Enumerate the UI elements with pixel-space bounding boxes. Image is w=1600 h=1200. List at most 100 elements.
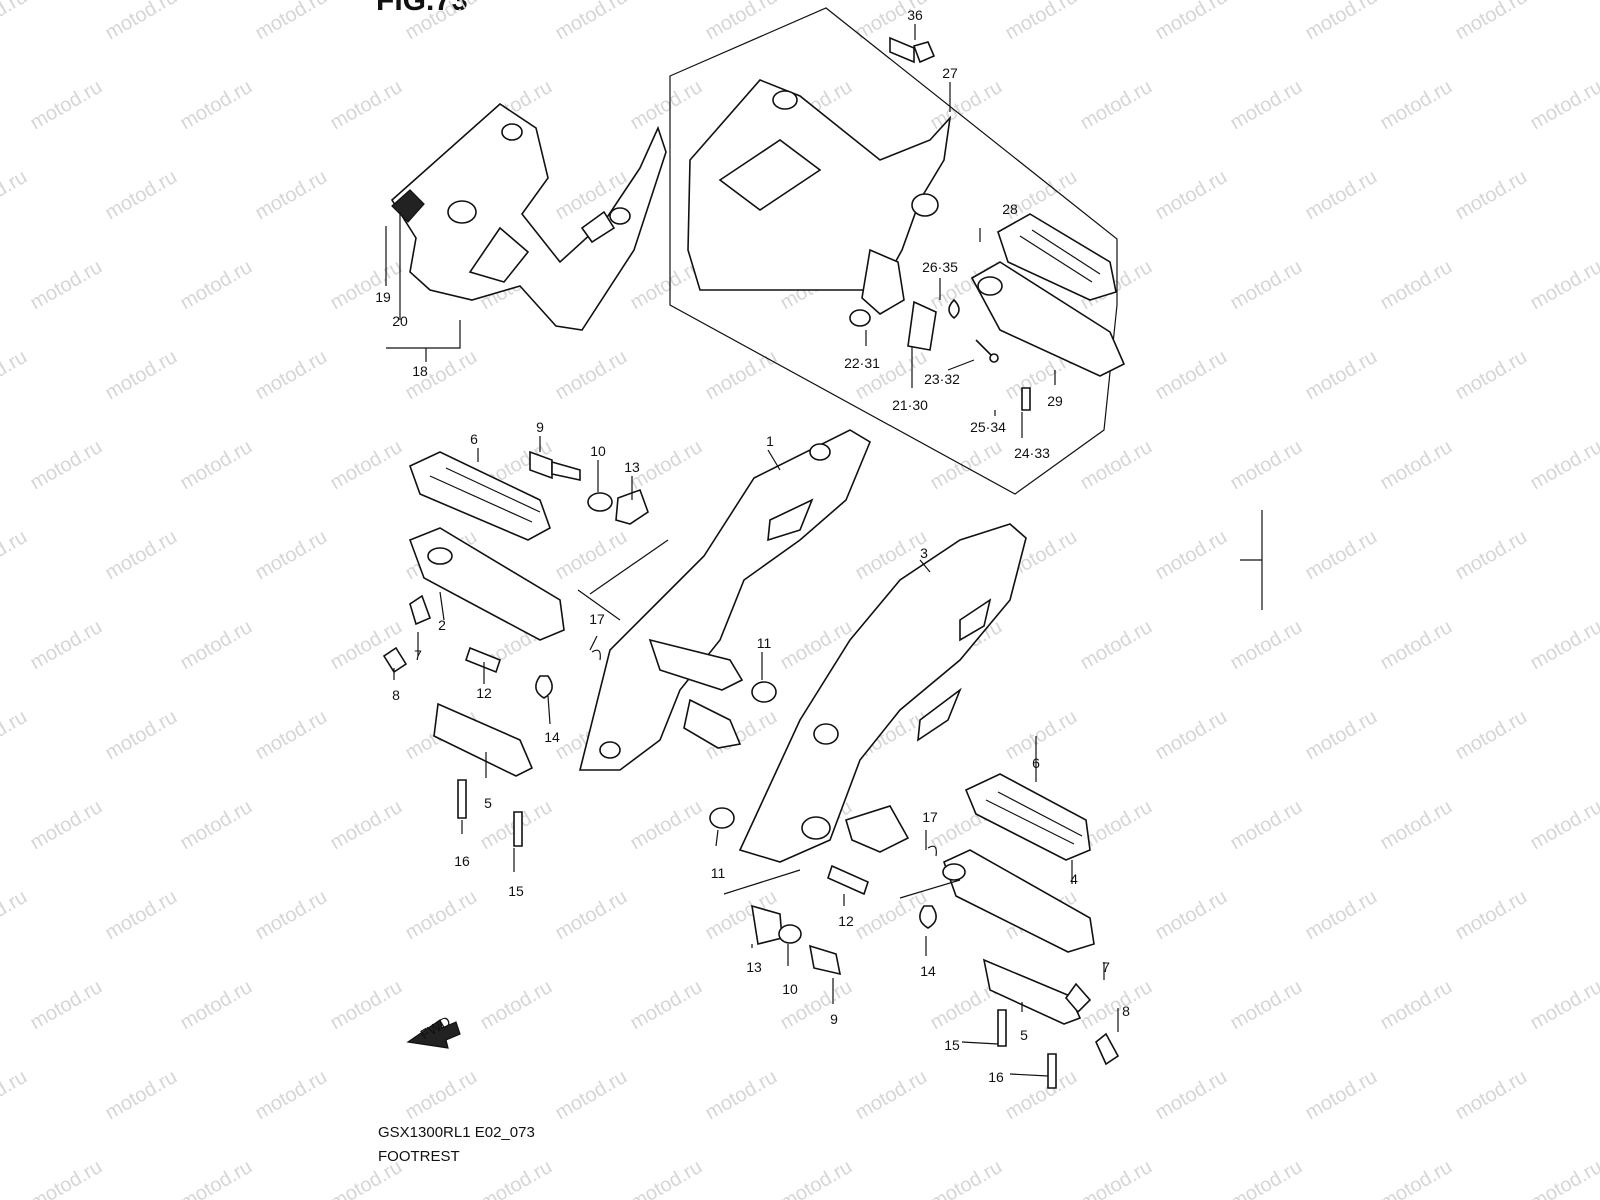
watermark-text: motod.ru bbox=[1227, 1156, 1306, 1200]
watermark-text: motod.ru bbox=[0, 706, 31, 765]
watermark-text: motod.ru bbox=[1152, 526, 1231, 585]
front-bracket-left-1 bbox=[578, 429, 872, 771]
watermark-text: motod.ru bbox=[1077, 76, 1156, 135]
watermark-text: motod.ru bbox=[777, 1156, 856, 1200]
callout-c10b: 10 bbox=[782, 981, 798, 997]
rear-footpeg-29 bbox=[970, 261, 1126, 377]
forward-arrow: FWD bbox=[406, 1013, 461, 1049]
watermark-text: motod.ru bbox=[1527, 256, 1600, 315]
watermark-text: motod.ru bbox=[327, 976, 406, 1035]
watermark-text: motod.ru bbox=[702, 346, 781, 405]
watermark-text: motod.ru bbox=[177, 256, 256, 315]
watermark-text: motod.ru bbox=[102, 526, 181, 585]
watermark-text: motod.ru bbox=[702, 0, 781, 44]
callout-c5b: 5 bbox=[1020, 1027, 1028, 1043]
callout-c7a: 7 bbox=[414, 647, 422, 663]
watermark-text: motod.ru bbox=[0, 346, 31, 405]
watermark-text: motod.ru bbox=[552, 1066, 631, 1125]
watermark-text: motod.ru bbox=[1227, 76, 1306, 135]
watermark-text: motod.ru bbox=[102, 1066, 181, 1125]
watermark-text: motod.ru bbox=[1527, 616, 1600, 675]
watermark-text: motod.ru bbox=[1227, 616, 1306, 675]
watermark-text: motod.ru bbox=[1077, 436, 1156, 495]
watermark-text: motod.ru bbox=[1377, 436, 1456, 495]
watermark-text: motod.ru bbox=[177, 436, 256, 495]
watermark-text: motod.ru bbox=[1152, 1066, 1231, 1125]
callout-c18: 18 bbox=[412, 363, 428, 379]
watermark-text: motod.ru bbox=[1152, 706, 1231, 765]
callout-c24-33: 24·33 bbox=[1014, 445, 1050, 461]
watermark-text: motod.ru bbox=[1302, 886, 1381, 945]
watermark-text: motod.ru bbox=[177, 796, 256, 855]
callout-c17b: 17 bbox=[922, 809, 938, 825]
callout-c7b: 7 bbox=[1102, 959, 1110, 975]
watermark-text: motod.ru bbox=[477, 1156, 556, 1200]
watermark-text: motod.ru bbox=[1227, 256, 1306, 315]
callout-c14b: 14 bbox=[920, 963, 936, 979]
callout-c21-30: 21·30 bbox=[892, 397, 928, 413]
callout-c16b: 16 bbox=[988, 1069, 1004, 1085]
watermark-text: motod.ru bbox=[27, 256, 106, 315]
watermark-text: motod.ru bbox=[477, 976, 556, 1035]
watermark-text: motod.ru bbox=[1302, 526, 1381, 585]
callout-c17a: 17 bbox=[589, 611, 605, 627]
watermark-text: motod.ru bbox=[1452, 886, 1531, 945]
watermark-text: motod.ru bbox=[177, 76, 256, 135]
callout-c6b: 6 bbox=[1032, 755, 1040, 771]
watermark-text: motod.ru bbox=[1452, 166, 1531, 225]
watermark-text: motod.ru bbox=[27, 76, 106, 135]
callout-c15b: 15 bbox=[944, 1037, 960, 1053]
callout-c36: 36 bbox=[907, 7, 923, 23]
section-name: FOOTREST bbox=[378, 1148, 460, 1165]
callout-c11b: 11 bbox=[711, 865, 726, 881]
callout-c2: 2 bbox=[438, 617, 446, 633]
watermark-text: motod.ru bbox=[1377, 976, 1456, 1035]
watermark-text: motod.ru bbox=[0, 886, 31, 945]
callout-c8a: 8 bbox=[392, 687, 400, 703]
watermark-text: motod.ru bbox=[102, 0, 181, 44]
watermark-text: motod.ru bbox=[552, 346, 631, 405]
callout-c26-35: 26·35 bbox=[922, 259, 958, 275]
callout-c11a: 11 bbox=[757, 635, 772, 651]
callout-c19: 19 bbox=[375, 289, 391, 305]
watermark-text: motod.ru bbox=[27, 976, 106, 1035]
watermark-text: motod.ru bbox=[177, 1156, 256, 1200]
watermark-text: motod.ru bbox=[1077, 976, 1156, 1035]
watermark-text: motod.ru bbox=[402, 886, 481, 945]
watermark-text: motod.ru bbox=[1302, 0, 1381, 44]
callout-c25-34: 25·34 bbox=[970, 419, 1006, 435]
watermark-text: motod.ru bbox=[252, 346, 331, 405]
front-footpeg-2-left bbox=[408, 527, 565, 641]
watermark-text: motod.ru bbox=[852, 1066, 931, 1125]
watermark-text: motod.ru bbox=[27, 1156, 106, 1200]
watermark-text: motod.ru bbox=[102, 166, 181, 225]
rear-bracket-left-18 bbox=[390, 102, 667, 331]
watermark-text: motod.ru bbox=[1377, 256, 1456, 315]
watermark-text: motod.ru bbox=[1377, 796, 1456, 855]
watermark-text: motod.ru bbox=[327, 76, 406, 135]
callout-c13a: 13 bbox=[624, 459, 640, 475]
callout-c15a: 15 bbox=[508, 883, 524, 899]
watermark-text: motod.ru bbox=[1302, 346, 1381, 405]
watermark-text: motod.ru bbox=[252, 886, 331, 945]
watermark-text: motod.ru bbox=[552, 0, 631, 44]
front-right-hardware bbox=[709, 807, 1120, 1089]
watermark-text: motod.ru bbox=[1452, 706, 1531, 765]
callout-c20: 20 bbox=[392, 313, 408, 329]
watermark-text: motod.ru bbox=[102, 346, 181, 405]
watermark-text: motod.ru bbox=[927, 76, 1006, 135]
callout-c5a: 5 bbox=[484, 795, 492, 811]
watermark-text: motod.ru bbox=[102, 886, 181, 945]
bolt-36 bbox=[889, 36, 936, 64]
watermark-text: motod.ru bbox=[1452, 1066, 1531, 1125]
figure-title: FIG.73 bbox=[376, 0, 468, 17]
watermark-text: motod.ru bbox=[1227, 976, 1306, 1035]
watermark-text: motod.ru bbox=[252, 706, 331, 765]
watermark-text: motod.ru bbox=[252, 1066, 331, 1125]
callout-c12a: 12 bbox=[476, 685, 492, 701]
watermark-text: motod.ru bbox=[1302, 1066, 1381, 1125]
watermark-text: motod.ru bbox=[1002, 0, 1081, 44]
watermark-text: motod.ru bbox=[627, 796, 706, 855]
watermark-text: motod.ru bbox=[627, 976, 706, 1035]
